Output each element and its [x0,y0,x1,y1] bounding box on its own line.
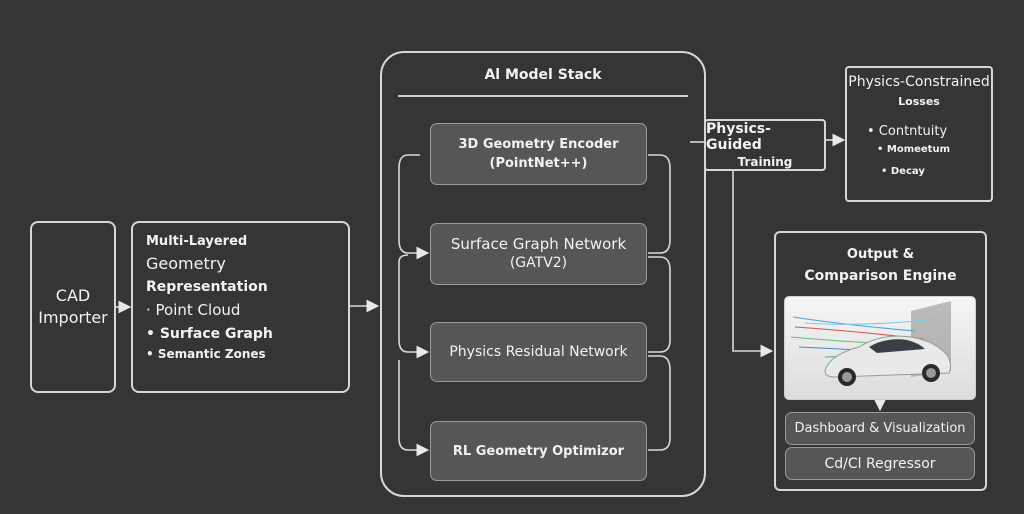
output-title-line1: Output & [846,247,915,262]
output-comparison-engine-box: Output & Comparison Engine [774,231,987,491]
training-sub-title: Training [737,155,793,169]
momentum-item: • Momeetum [877,144,950,155]
ai-model-stack-title: Al Model Stack [484,67,602,83]
output-title-line2: Comparison Engine [804,268,957,284]
car-icon [790,301,952,386]
physics-residual-network-block: Physics Residual Network [430,322,647,382]
title-divider [398,95,688,97]
importer-label: Importer [38,308,108,327]
decay-item: • Decay [881,166,925,177]
continuity-item: • Contntuity [867,124,948,139]
gnn-sub-label: (GATV2) [509,255,568,271]
dashboard-visualization-block: Dashboard & Visualization [785,412,975,445]
geometry-title-line1: Multi-Layered [146,234,248,249]
encoder-sub-label: (PointNet++) [489,156,588,171]
point-cloud-item: · Point Cloud [146,301,241,319]
cd-cl-regressor-block: Cd/Cl Regressor [785,447,975,480]
losses-title-line1: Physics-Constrained [848,74,990,90]
geometry-title-line3: Representation [146,279,268,295]
residual-label: Physics Residual Network [449,344,628,360]
geometry-representation-box: Multi-Layered Geometry Representation · … [131,221,350,393]
geometry-encoder-block: 3D Geometry Encoder (PointNet++) [430,123,647,185]
surface-graph-item: • Surface Graph [146,326,273,342]
gnn-label: Surface Graph Network [450,235,627,253]
surface-graph-network-block: Surface Graph Network (GATV2) [430,223,647,285]
rl-geometry-optimizer-block: RL Geometry Optimizor [430,421,647,481]
ai-model-stack-container: Al Model Stack [380,51,706,497]
semantic-zones-item: • Semantic Zones [146,347,266,361]
encoder-label: 3D Geometry Encoder [458,137,619,152]
dashboard-label: Dashboard & Visualization [794,421,966,436]
rl-label: RL Geometry Optimizor [452,443,625,459]
geometry-title-line2: Geometry [146,254,226,273]
physics-guided-training-box: Physics-Guided Training [704,119,826,171]
cad-label: CAD [55,286,91,305]
car-aerodynamics-image [784,296,976,400]
regressor-label: Cd/Cl Regressor [824,455,936,472]
physics-constrained-losses-box: Physics-Constrained Losses • Contntuity … [845,66,993,202]
training-title: Physics-Guided [706,121,771,153]
cad-importer-box: CAD Importer [30,221,116,393]
losses-title-line2: Losses [898,95,940,108]
